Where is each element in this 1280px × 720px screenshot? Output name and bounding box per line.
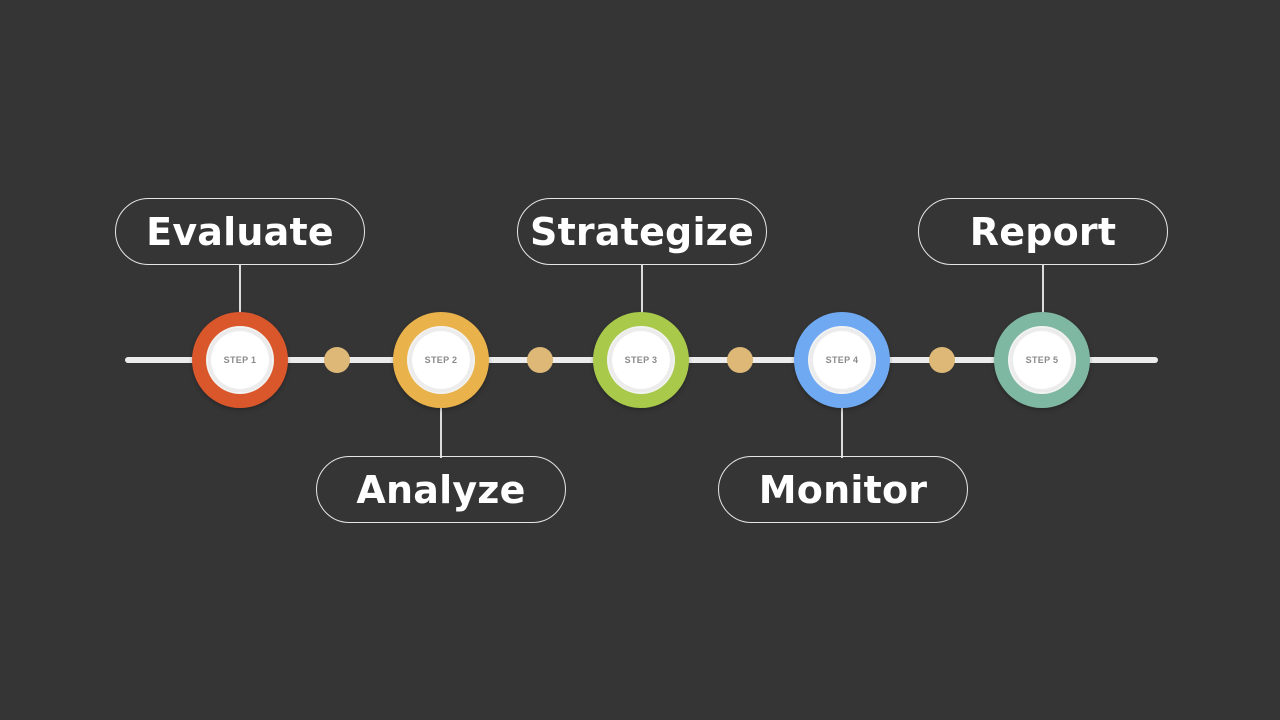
step-5-circle: STEP 5	[994, 312, 1090, 408]
timeline-dot	[527, 347, 553, 373]
step-3-circle: STEP 3	[593, 312, 689, 408]
step-3-title-box: Strategize	[517, 198, 767, 265]
step-2-label: STEP 2	[424, 355, 458, 365]
step-3-label: STEP 3	[624, 355, 658, 365]
step-3-connector	[641, 264, 643, 316]
step-2-circle: STEP 2	[393, 312, 489, 408]
step-1-connector	[239, 264, 241, 316]
step-5-inner-circle: STEP 5	[1010, 328, 1074, 392]
step-4-title: Monitor	[758, 467, 928, 512]
step-2-connector	[440, 405, 442, 458]
step-2-title-box: Analyze	[316, 456, 566, 523]
step-5-title-box: Report	[918, 198, 1168, 265]
step-1-circle: STEP 1	[192, 312, 288, 408]
step-4-inner-circle: STEP 4	[810, 328, 874, 392]
timeline-dot	[324, 347, 350, 373]
step-1-inner-circle: STEP 1	[208, 328, 272, 392]
step-4-connector	[841, 405, 843, 458]
step-4-label: STEP 4	[825, 355, 859, 365]
step-3-title: Strategize	[530, 209, 754, 254]
step-4-circle: STEP 4	[794, 312, 890, 408]
step-1-title: Evaluate	[146, 209, 334, 254]
step-3-inner-circle: STEP 3	[609, 328, 673, 392]
step-5-title: Report	[969, 209, 1117, 254]
step-5-connector	[1042, 264, 1044, 316]
step-1-label: STEP 1	[223, 355, 257, 365]
step-1-title-box: Evaluate	[115, 198, 365, 265]
step-2-inner-circle: STEP 2	[409, 328, 473, 392]
timeline-dot	[727, 347, 753, 373]
step-2-title: Analyze	[356, 467, 526, 512]
step-4-title-box: Monitor	[718, 456, 968, 523]
step-5-label: STEP 5	[1025, 355, 1059, 365]
timeline-dot	[929, 347, 955, 373]
